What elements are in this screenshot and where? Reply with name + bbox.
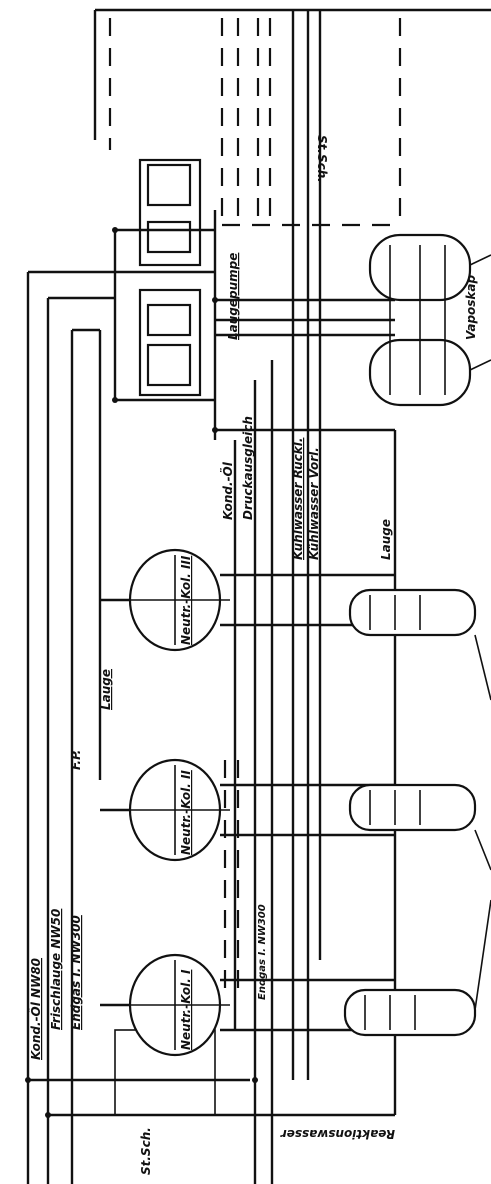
column-piping (100, 440, 395, 1032)
central-vertical-pipes (253, 10, 397, 1184)
label-endgas-nw300-pipe: Endgas I. NW300 (257, 904, 268, 1000)
label-neutr-kol-3: Neutr.-Kol. III (179, 555, 193, 645)
exchanger-leaders (474, 634, 491, 1011)
exchanger-2 (348, 783, 477, 832)
label-reaktionswasser: Reaktionswasser (280, 1127, 395, 1141)
label-neutr-kol-2: Neutr.-Kol. II (179, 770, 193, 855)
exchanger-3 (348, 588, 477, 637)
label-lauge-left: Lauge (99, 669, 113, 710)
label-st-sch-bottom: St.Sch. (139, 1127, 153, 1175)
label-kuehlwasser-vorl: Kühlwasser Vorl. (307, 447, 321, 560)
label-neutr-kol-1: Neutr.-Kol. I (179, 969, 193, 1050)
label-lauge-right: Lauge (379, 519, 393, 560)
pump-piping (100, 210, 395, 440)
dashed-pipes (108, 18, 402, 1000)
label-kond-oel-nw80: Kond.-Öl NW80 (28, 958, 43, 1060)
label-kuehlwasser-rueckl: Kühlwasser Rückl. (291, 438, 305, 560)
label-druckausgleich: Druckausgleich (241, 416, 255, 520)
neutr-kol-1-vessel (120, 953, 230, 1057)
junction-dots (25, 227, 258, 1118)
label-fp: F.P. (69, 750, 83, 770)
left-trunk-pipes (26, 10, 250, 1184)
laugepumpe-lower (138, 288, 202, 397)
label-laugepumpe: Laugepumpe (226, 253, 240, 340)
neutr-kol-2-vessel (120, 758, 230, 862)
label-st-sch-top: St.Sch. (315, 135, 329, 183)
label-frischlauge-nw50: Frischlauge NW50 (49, 909, 63, 1030)
exchanger-1 (343, 988, 477, 1037)
neutr-kol-3-vessel (120, 548, 230, 652)
vaposkap-vessels (368, 233, 491, 407)
laugepumpe-upper (138, 158, 202, 267)
label-kond-oel: Kond.-Öl (220, 461, 235, 520)
label-vaposkap: Vaposkap (464, 274, 478, 340)
label-endgas-nw300: Endgas I. NW300 (69, 915, 83, 1030)
